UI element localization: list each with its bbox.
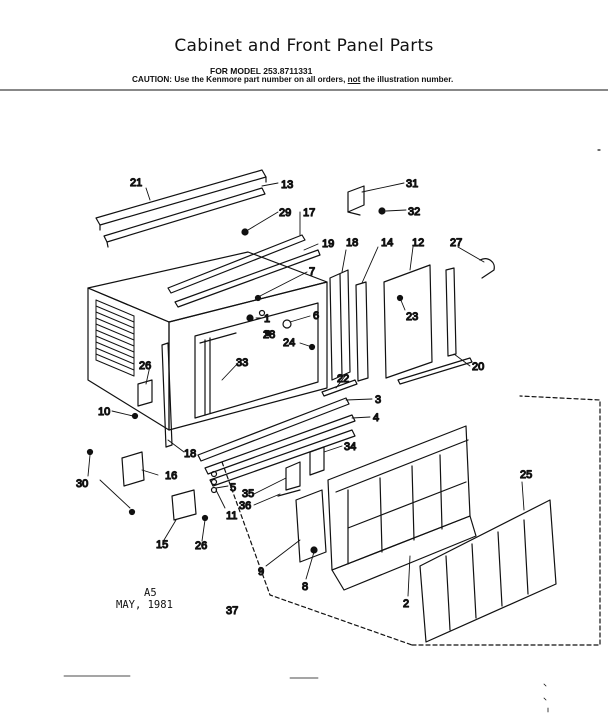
- callout-20: 20: [472, 361, 484, 373]
- bracket-15: [171, 489, 197, 521]
- callout-22: 22: [337, 373, 349, 385]
- screw-29: [241, 228, 249, 236]
- callout-30: 30: [76, 478, 88, 490]
- callout-35: 35: [242, 488, 254, 500]
- footer-tick-1: [543, 683, 547, 687]
- callout-21: 21: [130, 177, 142, 189]
- callout-23: 23: [406, 311, 418, 323]
- caution-not: not: [347, 75, 361, 84]
- bracket-35: [285, 461, 301, 491]
- screw-30b: [128, 508, 136, 516]
- callout-10: 10: [98, 406, 110, 418]
- callout-14: 14: [381, 237, 393, 249]
- callout-3: 3: [375, 394, 381, 406]
- callout-15: 15: [156, 539, 168, 551]
- callout-27: 27: [450, 237, 462, 249]
- caution-suffix: the illustration number.: [362, 75, 454, 84]
- callout-13: 13: [281, 179, 293, 191]
- callout-4: 4: [373, 412, 379, 424]
- grommet-6: [282, 319, 292, 329]
- bracket-26-upper: [137, 379, 153, 407]
- caution-line: CAUTION: Use the Kenmore part number on …: [132, 75, 453, 84]
- bar-22: [321, 379, 358, 397]
- part-36: [277, 489, 301, 497]
- caution-prefix: CAUTION:: [132, 75, 173, 84]
- top-rail-21: [95, 169, 267, 231]
- screw-7: [254, 294, 262, 302]
- strip-20: [397, 267, 473, 385]
- cabinet: [87, 251, 328, 431]
- callout-2: 2: [403, 598, 409, 610]
- drawing-date: MAY, 1981: [116, 599, 173, 611]
- handle-27: [479, 258, 495, 279]
- model-number: 253.8711331: [263, 66, 313, 76]
- callout-26-upper: 26: [139, 360, 151, 372]
- bracket-34: [309, 446, 325, 476]
- callout-9: 9: [258, 566, 264, 578]
- callout-25: 25: [520, 469, 532, 481]
- callout-26-lower: 26: [195, 540, 207, 552]
- rail-19: [174, 249, 321, 308]
- callout-5: 5: [230, 482, 236, 494]
- callout-6: 6: [313, 310, 319, 322]
- front-grille-2: [327, 425, 477, 591]
- assembly-37-outline: [221, 461, 413, 646]
- callout-18-lower: 18: [184, 448, 196, 460]
- callout-16: 16: [165, 470, 177, 482]
- part-5: [210, 470, 218, 494]
- callout-28: 28: [263, 329, 275, 341]
- model-line: FOR MODEL 253.8711331: [210, 66, 312, 76]
- callout-33: 33: [236, 357, 248, 369]
- callout-29: 29: [279, 207, 291, 219]
- screw-30a: [86, 448, 94, 456]
- callout-12: 12: [412, 237, 424, 249]
- callout-32: 32: [408, 206, 420, 218]
- side-rail-18-left: [161, 342, 173, 448]
- model-prefix: FOR MODEL: [210, 66, 261, 76]
- callout-36: 36: [239, 500, 251, 512]
- callout-37: 37: [226, 605, 238, 617]
- callout-34: 34: [344, 441, 356, 453]
- leader-lines: [87, 182, 525, 597]
- callout-24: 24: [283, 337, 295, 349]
- page-title: Cabinet and Front Panel Parts: [174, 36, 434, 56]
- channel-14: [355, 281, 369, 382]
- callout-1: 1: [264, 313, 270, 325]
- bracket-16: [121, 451, 145, 487]
- assembly-outline-right: [411, 395, 601, 646]
- top-rail-13: [103, 187, 266, 248]
- caution-text: Use the Kenmore part number on all order…: [174, 75, 346, 84]
- bar-3: [197, 397, 350, 462]
- rail-17: [167, 234, 306, 294]
- footer-tick-2: [543, 697, 547, 701]
- callout-19: 19: [322, 238, 334, 250]
- panel-12: [383, 264, 433, 379]
- callout-18-top: 18: [346, 237, 358, 249]
- callout-17: 17: [303, 207, 315, 219]
- callout-11: 11: [226, 510, 237, 522]
- drawing-code: A5: [144, 587, 157, 599]
- callout-8: 8: [302, 581, 308, 593]
- screw-28: [264, 329, 272, 337]
- screw-32: [378, 207, 386, 215]
- callout-7: 7: [309, 266, 315, 278]
- channel-18: [329, 269, 351, 381]
- callout-31: 31: [406, 178, 418, 190]
- filter-25: [419, 499, 557, 643]
- bracket-31: [347, 185, 365, 216]
